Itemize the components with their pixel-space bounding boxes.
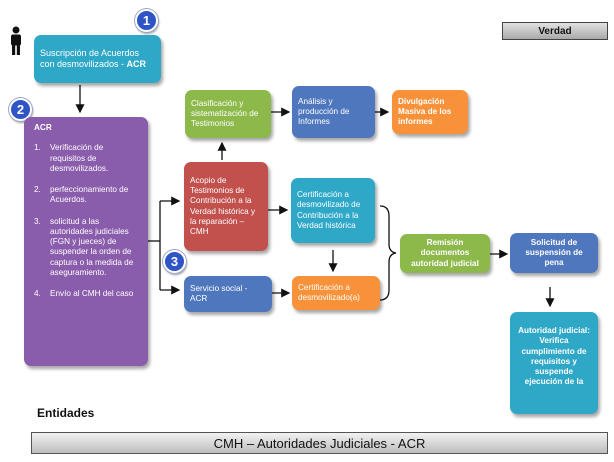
acr-step-item: 4. Envío al CMH del caso [34,289,140,299]
box-divulgacion: Divulgación Masiva de los informes [392,90,468,134]
box-certificacion-contribucion: Certificación a desmovilizado de Contrib… [291,178,375,243]
box-clasificacion: Clasificación y sistematización de Testi… [185,90,271,138]
brace-remision [379,205,397,301]
acr-step-text: Envío al CMH del caso [50,289,134,298]
entidades-label: Entidades [37,406,95,420]
step-badge-2: 2 [9,98,32,121]
box-autoridad-judicial: Autoridad judicial: Verifica cumplimient… [510,312,598,414]
box-acr: ACR 1. Verificación de requisitos de desm… [24,117,148,366]
box-acopio: Acopio de Testimonios de Contribución a … [184,162,268,251]
acr-step-text: perfeccionamiento de Acuerdos. [50,185,129,205]
box-remision: Remisión documentos autoridad judicial [400,234,490,273]
verdad-tag: Verdad [502,22,608,40]
acr-step-number: 4. [34,289,41,298]
box-servicio-social: Servicio social - ACR [184,276,272,312]
step-badge-1: 1 [135,9,158,32]
step-badge-3: 3 [163,250,186,273]
person-icon [11,26,21,55]
acr-steps-list: 1. Verificación de requisitos de desmovil… [34,143,140,310]
suscripcion-text: Suscripción de Acuerdos con desmovilizad… [40,47,140,69]
box-certificacion-desmovilizado: Certificación a desmovilizado(a) [292,276,380,310]
acr-step-item: 3. solicitud a las autoridades judiciales… [34,217,140,279]
acr-step-number: 2. [34,185,41,194]
acr-step-item: 1. Verificación de requisitos de desmovil… [34,143,140,174]
entidades-bar: CMH – Autoridades Judiciales - ACR [31,432,608,454]
box-solicitud-suspension: Solicitud de suspensión de pena [510,233,598,273]
box-analisis: Análisis y producción de Informes [292,86,375,138]
acr-step-text: Verificación de requisitos de desmoviliz… [50,143,109,173]
acr-step-number: 3. [34,216,41,226]
acr-step-item: 2. perfeccionamiento de Acuerdos. [34,185,140,206]
acr-step-number: 1. [34,143,41,153]
box-suscripcion-acuerdos: Suscripción de Acuerdos con desmovilizad… [34,35,161,83]
suscripcion-bold: ACR [126,59,147,69]
acr-title: ACR [34,123,52,132]
acr-step-text: solicitud a las autoridades judiciales (… [50,216,134,277]
servicio-social-text: Servicio social - ACR [190,283,248,303]
